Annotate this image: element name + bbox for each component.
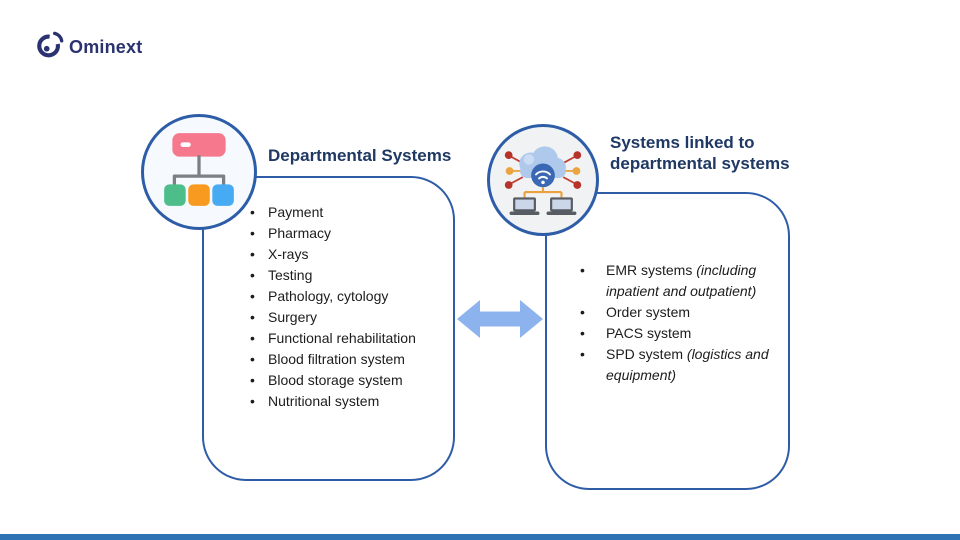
- list-item: Order system: [580, 302, 776, 323]
- left-panel-title: Departmental Systems: [268, 146, 452, 165]
- linked-systems-box: [545, 192, 790, 490]
- list-item: Nutritional system: [250, 391, 450, 412]
- right-panel-title-line2: departmental systems: [610, 154, 790, 173]
- list-item: X-rays: [250, 244, 450, 265]
- list-item: PACS system: [580, 323, 776, 344]
- right-panel-title: Systems linked to departmental systems: [610, 132, 790, 174]
- list-item-note: (logistics and equipment): [606, 346, 769, 383]
- logo-text: Ominext: [69, 37, 143, 57]
- departmental-systems-badge: [141, 114, 257, 230]
- list-item: Surgery: [250, 307, 450, 328]
- footer-bar: [0, 534, 960, 540]
- list-item: Testing: [250, 265, 450, 286]
- list-item: Blood filtration system: [250, 349, 450, 370]
- list-item: Pharmacy: [250, 223, 450, 244]
- ominext-swirl-icon: [36, 30, 64, 65]
- list-item: EMR systems (including inpatient and out…: [580, 260, 776, 302]
- double-arrow-icon: [457, 300, 543, 338]
- list-item: Payment: [250, 202, 450, 223]
- cloud-network-icon: [499, 134, 587, 227]
- org-chart-icon: [160, 129, 238, 216]
- list-item-note: (including inpatient and outpatient): [606, 262, 757, 299]
- list-item: Blood storage system: [250, 370, 450, 391]
- linked-systems-badge: [487, 124, 599, 236]
- list-item: SPD system (logistics and equipment): [580, 344, 776, 386]
- departmental-systems-box: [202, 176, 455, 481]
- list-item: Functional rehabilitation: [250, 328, 450, 349]
- linked-systems-list: EMR systems (including inpatient and out…: [580, 260, 776, 386]
- departmental-systems-list: PaymentPharmacyX-raysTestingPathology, c…: [250, 202, 450, 412]
- right-panel-title-line1: Systems linked to: [610, 133, 755, 152]
- ominext-logo: Ominext: [36, 30, 142, 65]
- list-item: Pathology, cytology: [250, 286, 450, 307]
